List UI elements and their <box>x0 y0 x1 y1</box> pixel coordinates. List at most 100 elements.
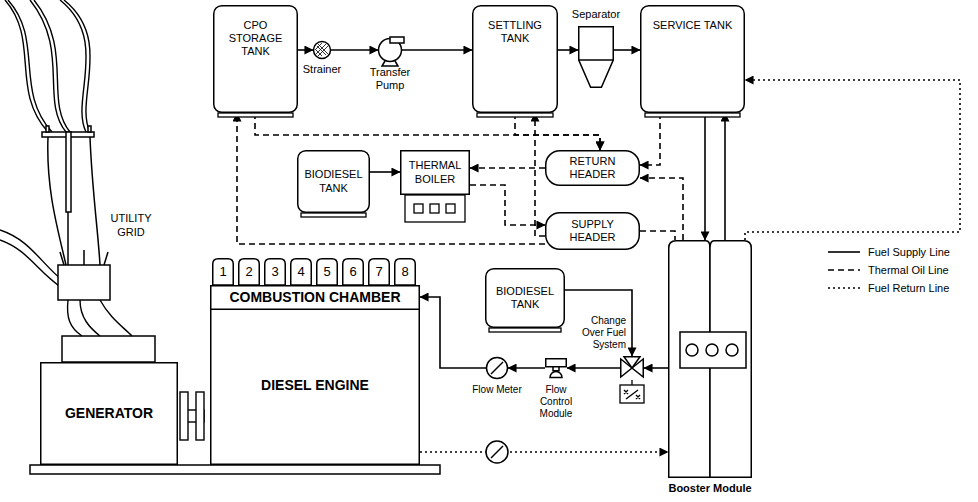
separator-part <box>579 27 614 88</box>
fuel-supply-line <box>331 49 378 51</box>
text-area: SERVICE TANK <box>640 5 745 113</box>
tank-outline <box>641 6 745 113</box>
tank-base-part <box>477 113 553 117</box>
node-label: Change Over Fuel System <box>570 315 626 351</box>
transformer <box>58 250 110 300</box>
node-text: THERMAL BOILER <box>403 159 467 185</box>
cyl-outline <box>291 259 312 285</box>
tank-part <box>473 6 558 113</box>
power-line-part <box>34 0 70 132</box>
tank-base-part <box>645 113 740 117</box>
node-label: Strainer <box>297 63 347 76</box>
power-line-part <box>8 0 52 132</box>
shaft-coupling-part <box>196 392 204 440</box>
fcm-part <box>546 359 567 367</box>
thermal-oil-line <box>640 113 660 165</box>
node-label: Transfer Pump <box>360 66 420 92</box>
fcm-outline <box>546 359 567 378</box>
booster-part <box>680 332 746 368</box>
text-area: 4 <box>290 258 312 285</box>
cyl-outline <box>395 259 416 285</box>
node-label: Booster Module <box>658 482 762 495</box>
text-area: RETURN HEADER <box>545 150 640 186</box>
boiler-burner-part <box>446 204 455 213</box>
rect-outline <box>211 286 420 465</box>
tank-outline <box>214 6 298 113</box>
legend-text: Fuel Return Line <box>868 282 949 294</box>
valve-part <box>624 357 640 368</box>
node-text: 6 <box>349 264 356 280</box>
fuel-supply-line <box>644 367 668 369</box>
fuel-supply-line <box>724 113 726 240</box>
node-text: 4 <box>297 264 304 280</box>
thermal-oil-line <box>255 113 600 150</box>
tank-base-part <box>489 328 561 332</box>
rect-part <box>401 151 470 195</box>
thermal-oil-line <box>470 167 545 169</box>
meter-part <box>491 362 503 374</box>
separator-outline <box>579 27 614 88</box>
fuel-supply-line <box>558 49 578 51</box>
thermal-oil-line <box>470 185 545 225</box>
utility-pole-part <box>67 212 69 265</box>
tank-outline <box>486 269 565 328</box>
cylinder: 2 <box>238 258 260 285</box>
node-label: Flow Meter <box>472 384 522 396</box>
pump-outline <box>379 37 405 66</box>
cyl-outline <box>343 259 364 285</box>
meter-part <box>487 358 508 379</box>
pump-symbol: Transfer Pump <box>378 38 402 62</box>
utility-pole-part <box>66 132 71 212</box>
thermal-oil-line <box>640 178 683 240</box>
booster-module: Booster Module <box>668 240 752 478</box>
rect-part <box>211 286 420 465</box>
node-text: 1 <box>219 264 226 280</box>
cyl-outline <box>369 259 390 285</box>
tank-base-part <box>218 113 293 117</box>
header-part <box>546 151 640 186</box>
node-label: DIESEL ENGINE <box>210 377 420 394</box>
return-flow-meter <box>486 441 508 463</box>
text-area: CPO STORAGE TANK <box>213 5 298 113</box>
rect-outline <box>211 286 420 310</box>
pump-symbol-shape <box>378 38 402 62</box>
cyl-outline <box>317 259 338 285</box>
text-area: 8 <box>394 258 416 285</box>
separator-part <box>579 59 614 61</box>
valve-actuator-part <box>624 390 640 399</box>
transformer-part <box>60 250 108 265</box>
rect-outline <box>401 151 470 195</box>
node-text: CPO STORAGE TANK <box>216 19 295 59</box>
power-line-part <box>0 240 62 288</box>
node-text: GENERATOR <box>65 405 153 422</box>
legend-text: Fuel Supply Line <box>868 246 950 258</box>
strainer-outline <box>314 42 331 59</box>
node-text: SETTLING TANK <box>475 19 555 45</box>
cylinder: 8 <box>394 258 416 285</box>
separator-symbol-shape <box>578 26 614 88</box>
header-part <box>546 213 640 250</box>
legend-entry: Fuel Supply Line <box>828 245 950 259</box>
text-area: COMBUSTION CHAMBER <box>210 285 420 310</box>
cylinder: 5 <box>316 258 338 285</box>
rect-part <box>211 286 420 310</box>
flow-meter-symbol-shape <box>486 357 508 379</box>
base-plate <box>30 465 440 474</box>
cyl-part <box>369 259 390 285</box>
biodiesel-tank: BIODIESEL TANK <box>297 150 370 213</box>
header-outline <box>546 213 640 250</box>
utility-pole-part <box>46 126 49 132</box>
tank-part <box>214 6 298 113</box>
cyl-part <box>317 259 338 285</box>
fuel-supply-line <box>567 367 620 369</box>
fuel-supply-line <box>614 49 640 51</box>
boiler-burner-part <box>430 204 439 213</box>
cylinder: 3 <box>264 258 286 285</box>
text-area: 3 <box>264 258 286 285</box>
flow-control-symbol-shape <box>545 358 567 378</box>
thermal-oil-line <box>237 113 545 244</box>
text-area: 7 <box>368 258 390 285</box>
node-label: Flow Control Module <box>534 384 578 420</box>
power-line-part <box>64 0 90 132</box>
